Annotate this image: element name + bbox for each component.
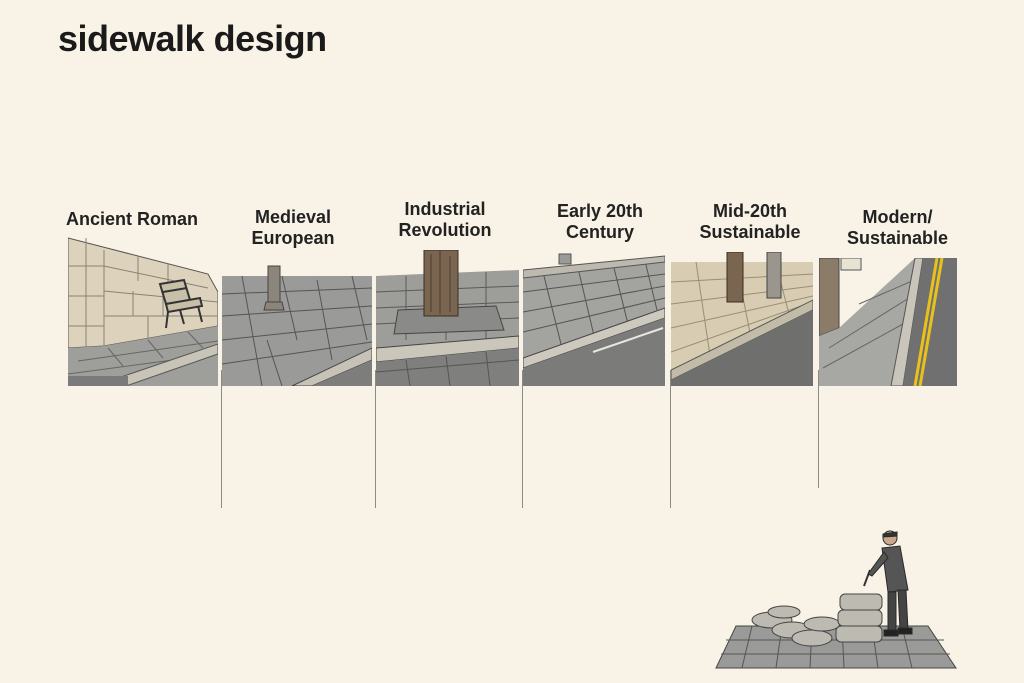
era-label-modern-sustainable: Modern/ Sustainable — [846, 207, 949, 248]
panel-modern-sustainable — [819, 258, 957, 386]
timeline-divider — [221, 370, 222, 508]
era-label-mid-20th-sustainable: Mid-20th Sustainable — [699, 201, 801, 242]
era-label-industrial-revolution: Industrial Revolution — [398, 199, 492, 240]
era-label-ancient-roman: Ancient Roman — [65, 209, 198, 229]
panel-mid-20th-sustainable — [671, 252, 813, 386]
page-title: sidewalk design — [58, 18, 327, 59]
era-label-early-20th-century: Early 20th Century — [556, 201, 644, 242]
timeline-divider — [818, 370, 819, 488]
era-label-medieval-european: Medieval European — [251, 207, 335, 248]
timeline-divider — [670, 370, 671, 508]
timeline-divider — [522, 370, 523, 508]
panel-medieval-european — [222, 260, 372, 386]
timeline-divider — [375, 370, 376, 508]
worker-paving-illustration — [712, 522, 962, 677]
panel-ancient-roman — [68, 236, 218, 386]
panel-industrial-revolution — [376, 250, 519, 386]
panel-early-20th-century — [523, 252, 665, 386]
